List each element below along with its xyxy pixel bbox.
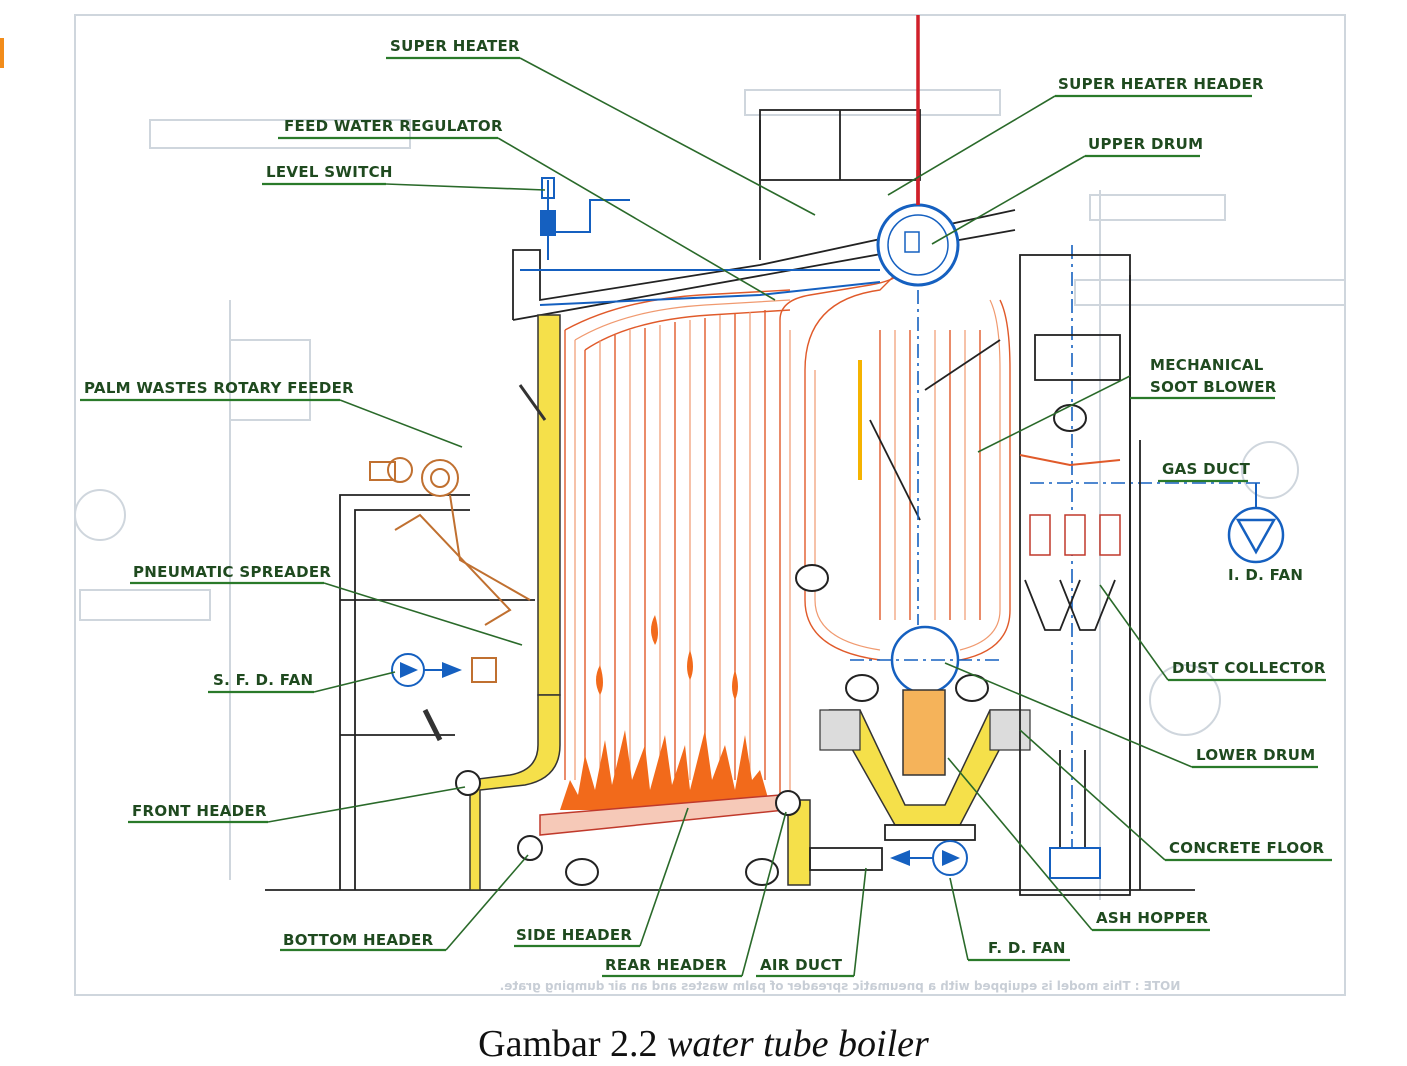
- label-super-heater: SUPER HEATER: [390, 37, 520, 55]
- callout-pneumatic-spreader: PNEUMATIC SPREADER: [130, 563, 523, 646]
- callout-bottom-header: BOTTOM HEADER: [280, 854, 529, 952]
- callout-front-header: FRONT HEADER: [128, 786, 466, 824]
- dust-collector-graphic: [1019, 254, 1141, 896]
- upper-drum: [876, 203, 960, 287]
- label-palm-wastes-rotary-feeder: PALM WASTES ROTARY FEEDER: [84, 379, 354, 397]
- callout-side-header: SIDE HEADER: [514, 807, 689, 948]
- callout-super-heater: SUPER HEATER: [386, 37, 816, 216]
- label-lower-drum: LOWER DRUM: [1196, 746, 1315, 764]
- edge-marker: [0, 38, 4, 68]
- label-air-duct: AIR DUCT: [760, 956, 843, 974]
- note-text: NOTE : This model is equipped with a pne…: [500, 979, 1181, 993]
- label-pneumatic-spreader: PNEUMATIC SPREADER: [133, 563, 331, 581]
- label-feed-water-regulator: FEED WATER REGULATOR: [284, 117, 503, 135]
- callout-id-fan: I. D. FAN: [1228, 566, 1303, 584]
- callout-feed-water-regulator: FEED WATER REGULATOR: [278, 117, 776, 301]
- label-concrete-floor: CONCRETE FLOOR: [1169, 839, 1324, 857]
- callout-rear-header: REAR HEADER: [602, 811, 787, 978]
- label-dust-collector: DUST COLLECTOR: [1172, 659, 1326, 677]
- convection-bank-tubes: [804, 269, 1011, 661]
- label-super-heater-header: SUPER HEATER HEADER: [1058, 75, 1264, 93]
- label-bottom-header: BOTTOM HEADER: [283, 931, 434, 949]
- furnace-flames: [560, 615, 770, 810]
- callout-level-switch: LEVEL SWITCH: [262, 163, 546, 191]
- label-ash-hopper: ASH HOPPER: [1096, 909, 1208, 927]
- callout-ash-hopper: ASH HOPPER: [947, 757, 1210, 932]
- ash-hopper: [819, 709, 1031, 841]
- label-upper-drum: UPPER DRUM: [1088, 135, 1203, 153]
- label-front-header: FRONT HEADER: [132, 802, 267, 820]
- sfd-fan-graphic: [391, 653, 497, 687]
- label-mechanical: MECHANICAL: [1150, 356, 1264, 374]
- label-soot-blower: SOOT BLOWER: [1150, 378, 1277, 396]
- id-fan-graphic: [1227, 483, 1285, 564]
- callout-lower-drum: LOWER DRUM: [944, 662, 1318, 769]
- label-id-fan: I. D. FAN: [1228, 566, 1303, 584]
- label-sfd-fan: S. F. D. FAN: [213, 671, 313, 689]
- callout-fd-fan: F. D. FAN: [949, 877, 1070, 962]
- callout-sfd-fan: S. F. D. FAN: [208, 671, 396, 694]
- furnace-casing: [469, 109, 1016, 891]
- callout-air-duct: AIR DUCT: [756, 867, 867, 978]
- callout-palm-wastes-rotary-feeder: PALM WASTES ROTARY FEEDER: [80, 379, 463, 448]
- support-frame-left: [339, 494, 535, 890]
- callout-upper-drum: UPPER DRUM: [931, 135, 1203, 245]
- label-side-header: SIDE HEADER: [516, 926, 632, 944]
- label-gas-duct: GAS DUCT: [1162, 460, 1251, 478]
- callout-mechanical-soot-blower: MECHANICAL SOOT BLOWER: [977, 356, 1277, 453]
- lower-drum-pedestal: [902, 689, 946, 776]
- label-level-switch: LEVEL SWITCH: [266, 163, 393, 181]
- callout-gas-duct: GAS DUCT: [1158, 460, 1251, 483]
- figure-caption: Gambar 2.2 water tube boiler: [0, 1022, 1407, 1066]
- callout-super-heater-header: SUPER HEATER HEADER: [887, 75, 1264, 196]
- label-fd-fan: F. D. FAN: [988, 939, 1066, 957]
- inspection-doors: [565, 404, 1087, 886]
- feeder-and-spreader-graphic: [369, 384, 547, 742]
- label-rear-header: REAR HEADER: [605, 956, 727, 974]
- caption-prefix: Gambar 2.2: [478, 1023, 668, 1065]
- caption-italic: water tube boiler: [667, 1023, 929, 1065]
- callout-dust-collector: DUST COLLECTOR: [1099, 584, 1326, 682]
- headers: [455, 770, 801, 861]
- ghost-background: [74, 14, 1346, 996]
- fd-fan-graphic: [809, 840, 968, 876]
- callout-concrete-floor: CONCRETE FLOOR: [1019, 729, 1332, 862]
